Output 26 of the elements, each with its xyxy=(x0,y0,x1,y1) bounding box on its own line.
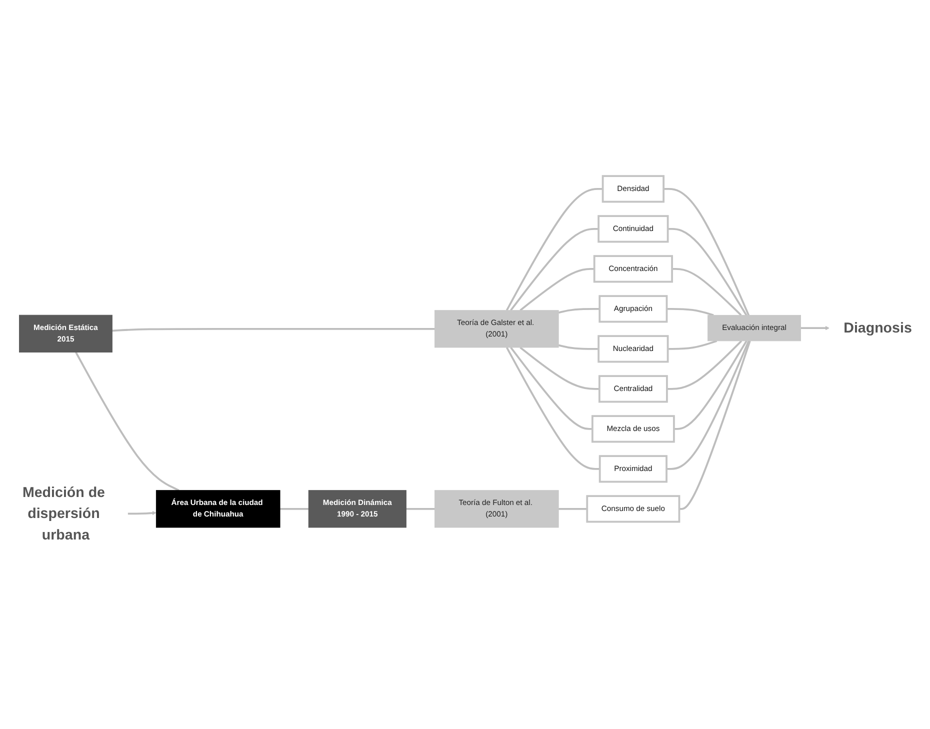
connector xyxy=(679,340,751,510)
connector xyxy=(510,346,592,430)
node-text: Diagnosis xyxy=(844,320,912,336)
connector xyxy=(75,352,180,492)
connector xyxy=(668,340,718,350)
connector xyxy=(666,308,714,316)
arrow xyxy=(800,326,830,330)
arrow xyxy=(128,510,156,516)
connector xyxy=(664,188,750,316)
connector xyxy=(510,228,599,311)
connector xyxy=(668,228,748,316)
connector xyxy=(666,340,742,390)
connector xyxy=(558,308,600,314)
connector xyxy=(672,268,742,316)
connector xyxy=(406,508,435,510)
connector xyxy=(558,508,588,510)
connector xyxy=(558,344,599,350)
node-text: Medición de dispersión urbana xyxy=(22,484,106,543)
connector xyxy=(506,188,603,311)
connector xyxy=(520,346,600,390)
connector xyxy=(674,340,748,430)
connector xyxy=(666,340,750,470)
connector xyxy=(112,328,435,332)
connector xyxy=(506,347,600,470)
connector xyxy=(280,508,309,510)
connector xyxy=(520,268,594,312)
